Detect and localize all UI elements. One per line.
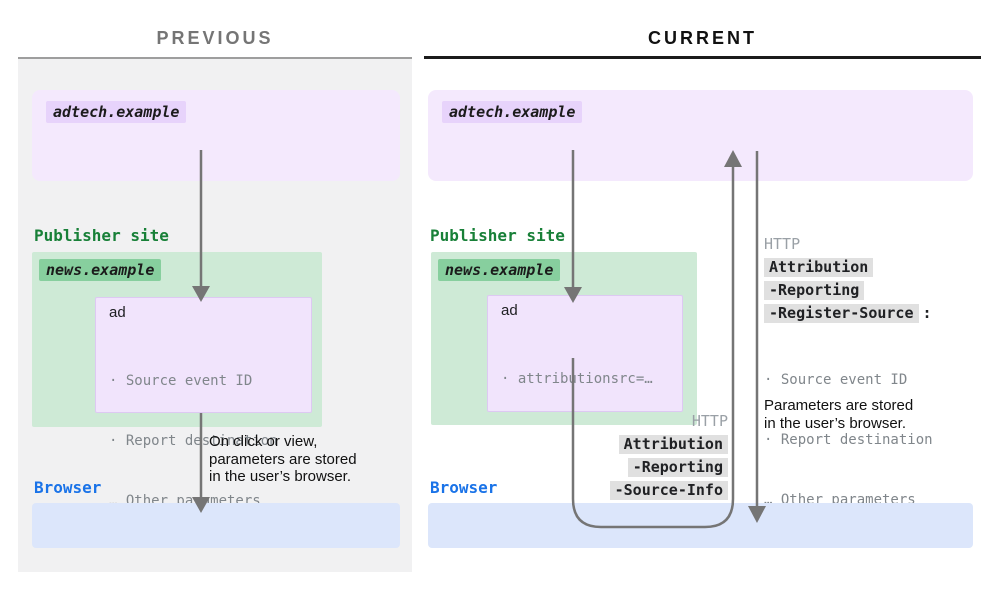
http-protocol-label: HTTP	[764, 235, 801, 253]
previous-adtech-domain-chip: adtech.example	[46, 101, 187, 123]
previous-browser-label: Browser	[34, 478, 102, 497]
source-info-request-block: HTTP Attribution -Reporting -Source-Info	[528, 413, 728, 504]
header-source-info: -Source-Info	[609, 481, 728, 500]
current-browser-box	[428, 503, 973, 548]
current-adtech-domain-chip: adtech.example	[442, 101, 583, 123]
previous-ad-param: · Source event ID	[109, 373, 253, 389]
previous-column-title: PREVIOUS	[156, 28, 274, 48]
http-protocol-label: HTTP	[691, 412, 728, 430]
header-reporting: -Reporting	[764, 281, 865, 300]
header-register-source: -Register-Source	[764, 304, 919, 323]
previous-news-domain-chip: news.example	[39, 259, 162, 281]
current-ad-title: ad	[501, 302, 518, 319]
previous-ad-title: ad	[109, 304, 126, 321]
previous-browser-box	[32, 503, 400, 548]
current-column-title: CURRENT	[648, 28, 757, 48]
current-adtech-box: adtech.example	[428, 90, 973, 181]
header-colon: :	[922, 304, 932, 322]
previous-ad-box: ad · Source event ID · Report destinatio…	[95, 297, 312, 509]
previous-publisher-site-label: Publisher site	[34, 226, 169, 245]
previous-divider-line	[18, 57, 412, 59]
header-attribution: Attribution	[764, 258, 874, 277]
register-source-param: · Report destination	[764, 432, 933, 448]
register-source-param: · Source event ID	[764, 372, 908, 388]
current-publisher-site-label: Publisher site	[430, 226, 565, 245]
current-stored-caption: Parameters are stored in the user’s brow…	[764, 397, 914, 432]
header-attribution: Attribution	[618, 435, 728, 454]
current-divider-line	[424, 56, 981, 59]
current-news-domain-chip: news.example	[438, 259, 561, 281]
header-reporting: -Reporting	[627, 458, 728, 477]
current-ad-box: ad · attributionsrc=…	[487, 295, 683, 412]
current-browser-label: Browser	[430, 478, 498, 497]
current-ad-param: · attributionsrc=…	[501, 371, 653, 387]
previous-adtech-box: adtech.example	[32, 90, 400, 181]
register-source-request-block: HTTP Attribution -Reporting -Register-So…	[764, 236, 933, 550]
previous-ad-param: · Report destination	[109, 433, 278, 449]
previous-flow-caption: On click or view, parameters are stored …	[209, 433, 357, 485]
